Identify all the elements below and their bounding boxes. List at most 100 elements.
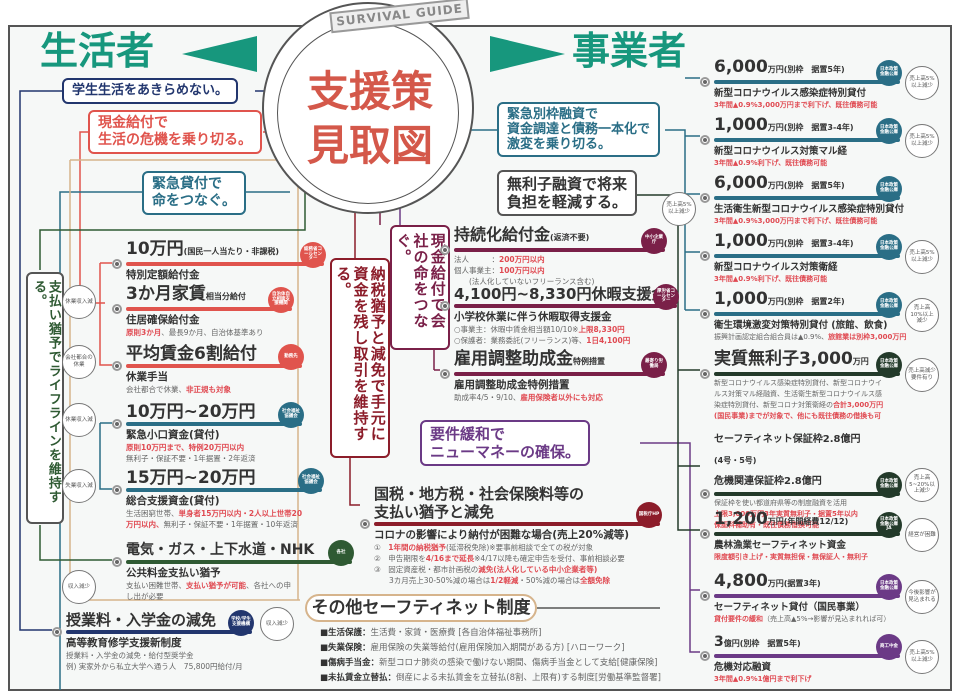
item-bar: 日本政策金融公庫: [700, 472, 902, 499]
item-description: ○保護者：業務委託(フリーランス)等、1日4,100円: [440, 335, 677, 346]
condition-bubble: 休業収入減: [62, 403, 96, 437]
item-description: ① 1年間の納税猶予(延滞税免除)※要事前相談で全ての税が対象: [360, 542, 660, 553]
source-badge: 商工中金: [876, 634, 902, 660]
item-heading: 持続化給付金(返済不要): [440, 226, 665, 247]
description-segment: 合計3,000万円: [833, 401, 884, 409]
condition-bubble: 売上高減少要件有り: [905, 358, 939, 392]
item-title: 生活衛生新型コロナウイルス感染症特別貸付: [714, 204, 905, 215]
source-badge: 最寄り労働局: [641, 352, 667, 378]
item-node-icon: [700, 529, 710, 539]
item-heading: 4,100円~8,330円休暇支援金: [440, 285, 677, 303]
description-segment: 上限8,330円: [578, 325, 625, 334]
item-heading: 6,000万円(別枠 据置5年): [700, 58, 900, 79]
item-title: 高等教育修学支援新制度: [66, 637, 182, 649]
description-segment: ○保護者：業務委託(フリーランス)等、: [454, 336, 587, 345]
item-node-icon: [52, 627, 62, 637]
item-description: 例) 実家外から私立大学へ通う人 75,800円給付/月: [52, 661, 252, 672]
item-bar: 最寄り労働局: [440, 352, 667, 379]
item-heading: 10万円~20万円: [112, 403, 302, 421]
description-segment: ルス対策マル経融資、生活衛生新型コロナウイルス感: [714, 390, 882, 398]
item-bar: 日本政策金融公庫: [700, 574, 902, 601]
item-heading: 3か月家賃相当分給付: [112, 285, 292, 306]
description-segment: 1/2軽減: [490, 576, 519, 585]
item-node-icon: [112, 557, 122, 567]
item-description: し出が必要: [112, 591, 352, 602]
item-description: 3年間▲0.9%1億円まで利下げ: [700, 674, 900, 685]
description-segment: 生活困窮世帯、: [126, 509, 179, 518]
item-description: (国民事業)までが対象で、他にも既往債務の借換も可: [700, 411, 900, 422]
condition-bubble: 売上高5~20%以上減少: [905, 468, 939, 502]
description-segment: 万円以内、: [126, 520, 164, 529]
other-item: ■傷病手当金：新型コロナ肺炎の感染で働けない期間、傷病手当金として支給[健康保険…: [320, 656, 661, 671]
item-title: 緊急小口資金(貸付): [126, 429, 220, 441]
item-description: 3年間▲0.9%利下げ、既往債務可能: [700, 158, 900, 169]
other-item: ■未払賃金立替払：倒産による未払賃金を立替払(8割、上限有)する制度[労働基準監…: [320, 671, 661, 686]
item-description: 上限3,000万円3年実質無利子・据置5年以内: [700, 509, 900, 520]
item-amount: 持続化給付金: [454, 225, 551, 244]
item-amount: 国税・地方税・社会保険料等の 支払い猶予と減免: [374, 485, 585, 521]
source-badge: 日本政策金融公庫: [876, 574, 902, 600]
other-item-label: ■生活保護：: [320, 628, 371, 638]
condition-bubble: 失業収入減: [62, 469, 96, 503]
description-segment: 染症特別貸付、新型コロナ対策衛経の: [714, 401, 833, 409]
item-amount: 電気・ガス・上下水道・NHK: [126, 542, 315, 558]
item-amount: 4,100円~8,330円休暇支援金: [454, 285, 667, 303]
description-segment: ○事業主：休暇中賃金相当額10/10※: [454, 325, 579, 334]
other-safety-net-title: その他セーフティネット制度: [305, 594, 537, 622]
description-segment: 会社都合で休業、: [126, 385, 186, 394]
item-description: 染症特別貸付、新型コロナ対策衛経の合計3,000万円: [700, 400, 900, 411]
description-segment: 非正規も対象: [186, 385, 231, 394]
item-node-icon: [112, 419, 122, 429]
other-safety-net-list: ■生活保護：生活費・家賃・医療費 [各自治体福祉事務所] ■失業保険：雇用保険の…: [320, 626, 661, 686]
item-node-icon: [700, 489, 710, 499]
item-description: 限度額引き上げ・実質無担保・無保証人・無利子: [700, 552, 900, 563]
condition-bubble: 今後影響が見込まれる: [905, 580, 939, 614]
description-segment: 3年間▲0.9%3,000万円まで利下げ、既往債務可能: [714, 101, 878, 109]
support-item: 平均賃金6割給付勤務先休業手当会社都合で休業、非正規も対象会社都合の休業: [62, 344, 304, 395]
item-amount: 10万円~20万円: [126, 402, 256, 422]
description-segment: 上限3,000万円3年実質無利子・据置5年以内: [714, 510, 858, 518]
other-item-text: 新型コロナ肺炎の感染で働けない期間、傷病手当金として支給[健康保険]: [379, 658, 658, 668]
callout-cash-benefit: 現金給付で 生活の危機を乗り切る。: [88, 110, 262, 154]
other-item-label: ■失業保険：: [320, 643, 371, 653]
item-bar: 中小企業庁: [440, 228, 667, 255]
support-item: 6,000万円(別枠 据置5年)日本政策金融公庫生活衛生新型コロナウイルス感染症…: [662, 174, 905, 227]
support-item: 授業料・入学金の減免学校/学生支援機構高等教育修学支援新制度授業料・入学金の減免…: [52, 607, 294, 672]
item-node-icon: [700, 369, 710, 379]
item-title: 総合支援資金(貸付): [126, 495, 220, 507]
item-amount: 3か月家賃: [126, 284, 206, 304]
item-amount: 4,800: [714, 571, 768, 591]
item-amount-suffix: 相当分給付: [205, 292, 246, 301]
description-segment: 個人事業主：: [454, 266, 499, 275]
item-title: 農林漁業セーフティネット資金: [714, 540, 846, 551]
source-badge: 厚労省コールセンター: [653, 284, 679, 310]
item-amount: 1,200: [714, 509, 768, 529]
item-heading: 平均賃金6割給付: [112, 345, 302, 363]
item-bar: 社会福祉協議会: [112, 402, 304, 429]
condition-bubble: 売上高5%以上減少: [662, 192, 696, 226]
item-amount: 授業料・入学金の減免: [66, 611, 217, 629]
item-node-icon: [700, 193, 710, 203]
other-item-label: ■未払賃金立替払：: [320, 673, 397, 683]
description-segment: (国民事業)までが対象で、他にも既往債務の借換も可: [714, 412, 882, 420]
item-bar: 日本政策金融公庫: [700, 234, 902, 261]
support-item: 1,000万円(別枠 据置3-4年)日本政策金融公庫新型コロナウイルス対策マル経…: [700, 116, 939, 169]
item-description: 個人事業主：100万円以内: [440, 265, 665, 276]
item-bar: 厚労省コールセンター: [440, 284, 679, 311]
item-description: 授業料・入学金の減免・給付型奨学金: [52, 650, 252, 661]
item-description: 保証枠を使い都道府県等の制度融資を活用: [700, 498, 900, 509]
source-badge: 勤務先: [278, 344, 304, 370]
item-bar: 勤務先: [112, 344, 304, 371]
description-segment: 新型コロナウイルス感染症特別貸付、新型コロナウイ: [714, 379, 882, 387]
item-heading: 電気・ガス・上下水道・NHK: [112, 540, 352, 559]
description-segment: (延滞税免除)※要事前相談で全ての税が対象: [445, 543, 594, 552]
description-segment: 旅館業は別枠3,000万円: [828, 333, 907, 341]
item-heading: 15万円~20万円: [112, 469, 322, 487]
description-segment: 100万円以内: [499, 266, 545, 275]
other-item: ■失業保険：雇用保険の失業等給付(雇用保険加入期間がある方) [ハローワーク]: [320, 641, 661, 656]
item-bar: 学校/学生支援機構: [52, 610, 254, 637]
item-title: 雇用調整助成金特例措置: [454, 379, 570, 391]
item-description: 法人 ：200万円以内: [440, 254, 665, 265]
item-amount: 雇用調整助成金: [454, 349, 573, 369]
